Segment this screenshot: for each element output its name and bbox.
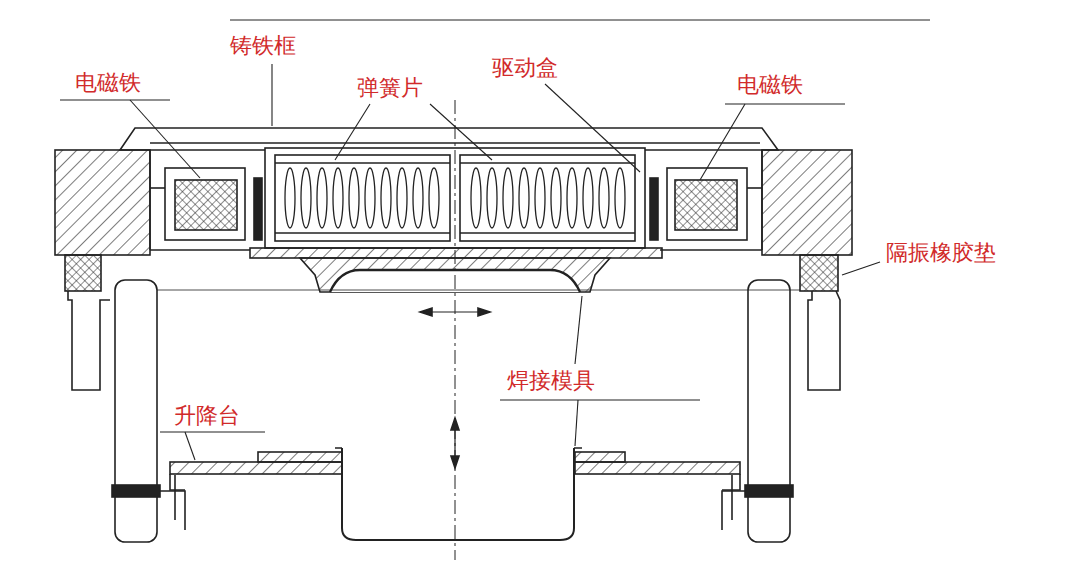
part-label: 电磁铁 <box>73 70 143 96</box>
part-label: 隔振橡胶垫 <box>884 240 998 266</box>
part-label: 弹簧片 <box>355 75 425 101</box>
part-label: 驱动盒 <box>490 55 560 81</box>
part-label: 电磁铁 <box>735 72 805 98</box>
part-label: 铸铁框 <box>228 33 298 59</box>
part-label: 焊接模具 <box>505 368 597 394</box>
part-label: 升降台 <box>172 403 242 429</box>
